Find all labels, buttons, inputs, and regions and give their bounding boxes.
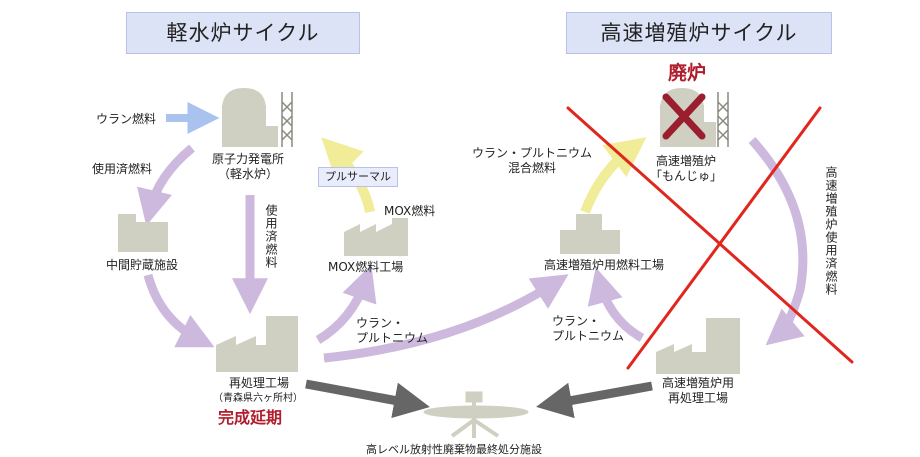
u-pu-line1: ウラン・: [356, 316, 405, 330]
arrow-mixed-fuel: [580, 137, 647, 214]
arrow-fbr-reprocessing-to-disposal: [536, 381, 653, 419]
arrow-fbr-spent-fuel: [748, 136, 808, 346]
u-pu-to-fbr-factory-label: ウラン・ プルトニウム: [356, 316, 428, 346]
fbr-cancel-cross: [566, 106, 854, 370]
fbr-reprocessing-factory-icon: [656, 318, 740, 374]
arrow-plant-to-storage: [137, 144, 195, 226]
spent-fuel-label: 使用済燃料: [92, 162, 153, 176]
monju-label: 高速増殖炉 「もんじゅ」: [636, 154, 736, 184]
mox-factory-icon: [344, 218, 408, 256]
monju-name: 「もんじゅ」: [649, 169, 722, 183]
fbr-fuel-factory-label: 高速増殖炉用燃料工場: [544, 258, 665, 272]
lwr-plant-label: 原子力発電所 （軽水炉）: [198, 152, 298, 182]
interim-storage-label: 中間貯蔵施設: [106, 258, 179, 272]
cross-mark-icon: [662, 93, 706, 140]
lwr-plant-name: 原子力発電所: [211, 152, 284, 166]
fbr-spent-fuel-label: 高速増殖炉使用済燃料: [824, 166, 838, 296]
decommission-label: 廃炉: [668, 62, 707, 84]
reprocessing-location-label: （青森県六ヶ所村）: [213, 393, 303, 404]
disposal-site-icon: [423, 391, 529, 438]
arrow-fbr-reprocessing-to-factory: [587, 267, 645, 342]
fbr-fuel-factory-icon: [560, 214, 620, 254]
mox-factory-label: MOX燃料工場: [328, 260, 404, 274]
lwr-cycle-title: 軽水炉サイクル: [126, 12, 360, 54]
uranium-fuel-label: ウラン燃料: [96, 112, 157, 126]
fbr-reprocessing-line1: 高速増殖炉用: [661, 376, 734, 390]
nuclear-plant-icon: [222, 88, 293, 147]
fbr-reprocessing-label: 高速増殖炉用 再処理工場: [648, 376, 748, 406]
fbr-reprocessing-line2: 再処理工場: [667, 391, 728, 405]
arrow-reprocessing-to-fbr-factory: [323, 274, 569, 363]
mox-fuel-label: MOX燃料: [384, 204, 436, 218]
u-pu-line2: プルトニウム: [356, 331, 429, 345]
u-pu-mixed-fuel-label: ウラン・プルトニウム 混合燃料: [462, 146, 602, 176]
mixed-fuel-line1: ウラン・プルトニウム: [471, 146, 592, 160]
reprocessing-factory-icon: [216, 316, 298, 372]
lwr-plant-type: （軽水炉）: [217, 167, 278, 181]
arrow-reprocessing-to-mox: [315, 264, 377, 344]
pluthermal-label: プルサーマル: [318, 167, 398, 187]
fbr-cycle-title: 高速増殖炉サイクル: [566, 12, 832, 54]
u-pu-return-label: ウラン・ プルトニウム: [552, 314, 624, 344]
spent-fuel-vertical-label: 使用済燃料: [264, 204, 278, 269]
arrow-storage-to-reprocessing: [143, 273, 215, 348]
mixed-fuel-line2: 混合燃料: [507, 161, 556, 175]
monju-type: 高速増殖炉: [655, 154, 716, 168]
interim-storage-factory-icon: [118, 214, 168, 252]
u-pu-return-line1: ウラン・: [552, 314, 601, 328]
arrow-reprocessing-to-disposal: [305, 379, 430, 419]
reprocessing-label: 再処理工場: [228, 376, 289, 390]
completion-delay-label: 完成延期: [218, 408, 283, 427]
u-pu-return-line2: プルトニウム: [552, 329, 625, 343]
